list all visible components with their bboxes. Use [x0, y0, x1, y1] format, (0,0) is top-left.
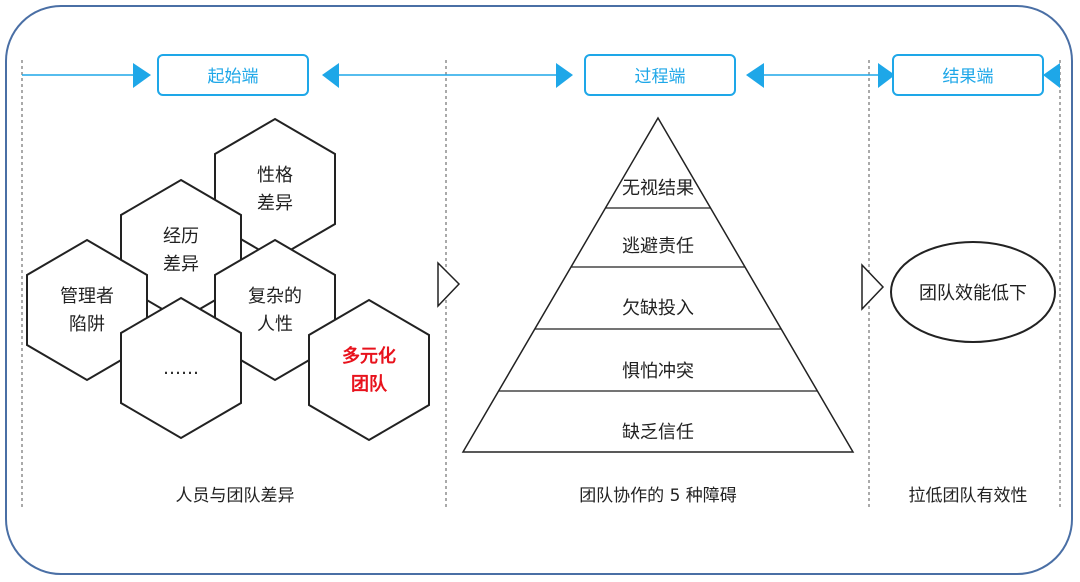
filled-triangle-arrow-icon	[878, 63, 895, 88]
stage-process: 过程端	[584, 54, 736, 96]
filled-triangle-arrow-icon	[556, 63, 573, 88]
captions: 人员与团队差异 团队协作的 5 种障碍 拉低团队有效性	[176, 486, 1028, 506]
pyramid-outline	[461, 116, 855, 453]
hexagon-label: 陷阱	[69, 314, 105, 335]
stage-start: 起始端	[157, 54, 309, 96]
hexagon-5: ……	[120, 296, 242, 440]
stage-process-box	[584, 54, 736, 96]
stage-start-box	[157, 54, 309, 96]
pyramid-level-label: 惧怕冲突	[622, 361, 694, 382]
hexagon-label: 差异	[257, 193, 293, 214]
hexagon-label: 管理者	[60, 286, 114, 307]
hexagon-label: 复杂的	[248, 286, 302, 307]
hexagon-label: 多元化	[342, 345, 396, 367]
stage-result-label: 结果端	[943, 67, 994, 87]
pyramid-level-label: 缺乏信任	[622, 422, 694, 443]
hexagon-shape	[26, 238, 148, 382]
stage-arrows	[133, 63, 1060, 88]
outline-triangle-arrow-icon	[861, 263, 885, 311]
stage-process-label: 过程端	[635, 67, 686, 87]
hexagon-label: 差异	[163, 254, 199, 275]
result-ellipse-label: 团队效能低下	[919, 283, 1027, 304]
filled-triangle-arrow-icon	[322, 63, 339, 88]
hexagon-label: ……	[163, 358, 199, 379]
filled-triangle-arrow-icon	[746, 63, 764, 88]
hexagon-label: 团队	[351, 373, 388, 395]
caption-right: 拉低团队有效性	[909, 486, 1028, 506]
hexagon-shape	[308, 298, 430, 442]
flow-arrows	[437, 261, 885, 311]
caption-middle: 团队协作的 5 种障碍	[579, 486, 737, 506]
caption-left: 人员与团队差异	[176, 486, 295, 506]
pyramid-level-label: 无视结果	[622, 178, 694, 199]
stage-result-box	[892, 54, 1044, 96]
filled-triangle-arrow-icon	[1043, 63, 1060, 88]
stage-start-label: 起始端	[208, 67, 259, 87]
pyramid-level-label: 欠缺投入	[622, 298, 694, 319]
hexagon-label: 人性	[257, 314, 293, 335]
result-ellipse: 团队效能低下	[890, 241, 1056, 343]
filled-triangle-arrow-icon	[133, 63, 151, 88]
pyramid-level-label: 逃避责任	[622, 236, 694, 257]
hexagon-shape	[214, 238, 336, 382]
hexagon-label: 性格	[257, 165, 293, 186]
hexagon-label: 经历	[163, 226, 199, 247]
outline-triangle-arrow-icon	[437, 261, 461, 308]
outer-frame	[5, 5, 1073, 575]
result-ellipse-shape	[890, 241, 1056, 343]
hexagon-shape	[120, 296, 242, 440]
stage-result: 结果端	[892, 54, 1044, 96]
